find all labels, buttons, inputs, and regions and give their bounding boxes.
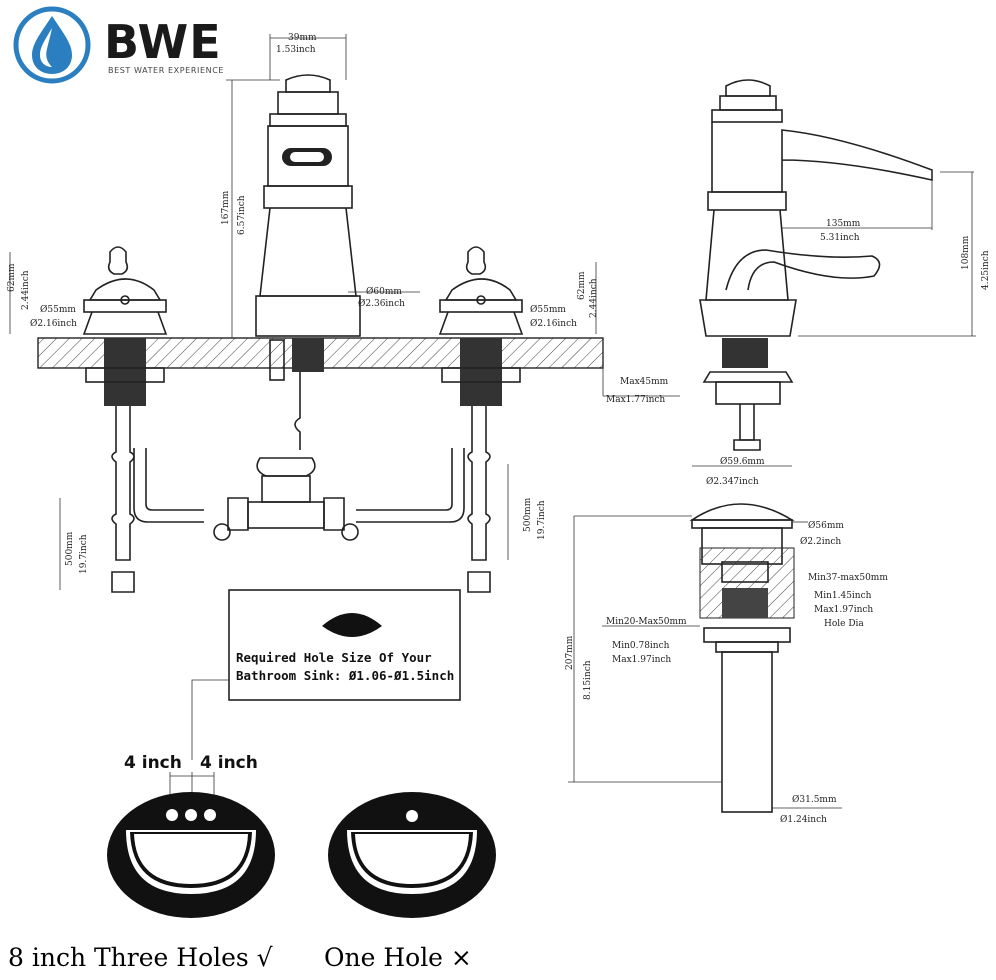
right-hose-mm: 500mm bbox=[523, 497, 533, 532]
drain-top-inch: Ø2.347inch bbox=[706, 476, 759, 487]
side-height-mm: 108mm bbox=[961, 235, 971, 270]
left-handle bbox=[82, 246, 204, 593]
side-reach-mm: 135mm bbox=[826, 219, 861, 229]
side-height-inch: 4.25inch bbox=[981, 250, 991, 290]
side-view: 135mm 5.31inch 108mm 4.25inch bbox=[699, 79, 991, 451]
hole-size-note: Required Hole Size Of Your Bathroom Sink… bbox=[191, 589, 461, 760]
right-handle-base-inch: Ø2.16inch bbox=[530, 318, 577, 329]
brand-tagline: BEST WATER EXPERIENCE bbox=[108, 66, 224, 75]
pop-up-drain: Ø59.6mm Ø2.347inch Ø56mm Ø2.2inch Min37-… bbox=[565, 456, 888, 825]
center-spout bbox=[213, 74, 361, 541]
left-handle-base-inch: Ø2.16inch bbox=[30, 318, 77, 329]
right-handle-height-inch: 2.44inch bbox=[589, 278, 599, 318]
hole-note-line1: Required Hole Size Of Your bbox=[236, 650, 432, 665]
caption-one-hole: One Hole × bbox=[324, 943, 472, 972]
front-dimensions: 39mm 1.53inch 167mm 6.57inch Ø60mm Ø2.36… bbox=[7, 33, 680, 590]
drain-thickness-range-mm: Min37-max50mm bbox=[808, 573, 888, 583]
right-handle-base-mm: Ø55mm bbox=[530, 304, 566, 315]
drain-total-mm: 207mm bbox=[565, 635, 575, 670]
spout-height-inch: 6.57inch bbox=[237, 195, 247, 235]
brand-name: BWE bbox=[104, 15, 222, 69]
spout-base-inch: Ø2.36inch bbox=[358, 298, 405, 309]
hole-note-line2: Bathroom Sink: Ø1.06-Ø1.5inch bbox=[236, 668, 454, 683]
right-handle-height-mm: 62mm bbox=[577, 271, 587, 300]
left-handle-height-mm: 62mm bbox=[7, 263, 17, 292]
sink-one-hole bbox=[328, 792, 496, 918]
caption-three-holes: 8 inch Three Holes √ bbox=[8, 943, 273, 972]
drain-cap-mm: Ø56mm bbox=[808, 520, 844, 531]
left-hose-inch: 19.7inch bbox=[79, 534, 89, 574]
side-reach-inch: 5.31inch bbox=[820, 233, 860, 243]
drain-deck-min-inch: Min0.78inch bbox=[612, 641, 670, 651]
right-hose-inch: 19.7inch bbox=[537, 500, 547, 540]
spout-top-inch: 1.53inch bbox=[276, 45, 316, 55]
drain-thickness-max-inch: Max1.97inch bbox=[814, 605, 873, 615]
drain-hole-label: Hole Dia bbox=[824, 619, 864, 629]
left-handle-height-inch: 2.44inch bbox=[21, 270, 31, 310]
drain-tail-inch: Ø1.24inch bbox=[780, 814, 827, 825]
deck-max-inch: Max1.77inch bbox=[606, 395, 665, 405]
sink-options: 4 inch 4 inch 8 inch Three Holes √ One H… bbox=[8, 753, 496, 972]
drain-deck-max-inch: Max1.97inch bbox=[612, 655, 671, 665]
spout-base-mm: Ø60mm bbox=[366, 286, 402, 297]
spacing-left: 4 inch bbox=[124, 753, 182, 773]
front-view: 39mm 1.53inch 167mm 6.57inch Ø60mm Ø2.36… bbox=[7, 33, 680, 593]
drain-thickness-min-inch: Min1.45inch bbox=[814, 591, 872, 601]
sink-three-holes bbox=[107, 792, 275, 918]
drain-top-mm: Ø59.6mm bbox=[720, 456, 765, 467]
drain-total-inch: 8.15inch bbox=[583, 660, 593, 700]
spacing-right: 4 inch bbox=[200, 753, 258, 773]
drain-tail-mm: Ø31.5mm bbox=[792, 794, 837, 805]
spout-top-mm: 39mm bbox=[288, 33, 317, 43]
spout-height-mm: 167mm bbox=[221, 190, 231, 225]
deck-max-mm: Max45mm bbox=[620, 377, 669, 387]
left-hose-mm: 500mm bbox=[65, 531, 75, 566]
drain-cap-inch: Ø2.2inch bbox=[800, 536, 841, 547]
brand-logo: BWE BEST WATER EXPERIENCE bbox=[13, 6, 224, 84]
left-handle-base-mm: Ø55mm bbox=[40, 304, 76, 315]
right-handle bbox=[356, 246, 524, 593]
drain-deck-range-mm: Min20-Max50mm bbox=[606, 617, 687, 627]
